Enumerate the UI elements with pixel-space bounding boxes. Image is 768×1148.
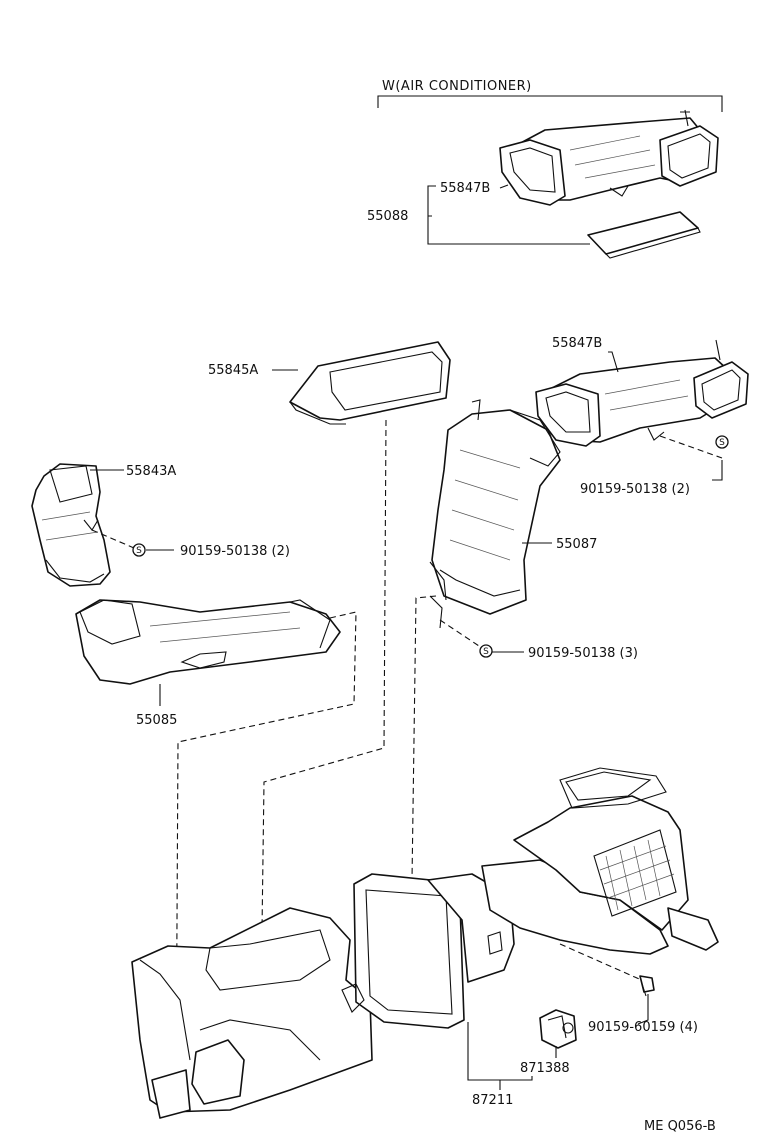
callout-55843a[interactable]: 55843A (126, 464, 176, 479)
screw-symbol-right-mark: S (719, 438, 725, 448)
gasket-pad (587, 211, 699, 255)
screw-symbol-3-mark: S (483, 647, 489, 657)
variant-bracket (377, 95, 723, 112)
screw-90159-60159[interactable] (639, 975, 655, 997)
callout-screw-2b[interactable]: 90159-50138 (2) (580, 482, 690, 497)
heater-assembly[interactable] (131, 767, 719, 1119)
callout-55085[interactable]: 55085 (136, 713, 177, 728)
callout-55847b-top[interactable]: 55847B (440, 181, 490, 196)
callout-55087[interactable]: 55087 (556, 537, 597, 552)
callout-871388[interactable]: 871388 (520, 1061, 570, 1076)
duct-55847b-mid[interactable] (535, 339, 749, 447)
callout-screw-4[interactable]: 90159-60159 (4) (588, 1020, 698, 1035)
screw-symbol-left (132, 543, 146, 557)
leader-87211 (467, 1022, 533, 1090)
diagram-code: ME Q056-B (644, 1119, 716, 1134)
duct-55847b-top[interactable] (499, 109, 719, 206)
duct-55845a[interactable] (289, 341, 451, 425)
screw-symbol-right (715, 435, 729, 449)
callout-87211[interactable]: 87211 (472, 1093, 513, 1108)
callout-55088[interactable]: 55088 (367, 209, 408, 224)
screw-symbol-left-mark: S (136, 546, 142, 556)
leader-55847b-mid (608, 351, 619, 373)
duct-55087[interactable] (429, 399, 561, 629)
variant-label: W(AIR CONDITIONER) (382, 79, 532, 94)
duct-55085[interactable] (75, 599, 341, 685)
leader-55088 (427, 184, 590, 245)
assembly-lines (175, 419, 437, 1101)
callout-screw-2a[interactable]: 90159-50138 (2) (180, 544, 290, 559)
callout-55847b-mid[interactable]: 55847B (552, 336, 602, 351)
duct-55843a[interactable] (31, 463, 111, 587)
bracket-871388[interactable] (539, 1009, 577, 1049)
callout-55845a[interactable]: 55845A (208, 363, 258, 378)
screw-symbol-3 (479, 644, 493, 658)
callout-screw-3[interactable]: 90159-50138 (3) (528, 646, 638, 661)
air-conditioner-group: W(AIR CONDITIONER) 55847B 55088 (367, 79, 723, 259)
